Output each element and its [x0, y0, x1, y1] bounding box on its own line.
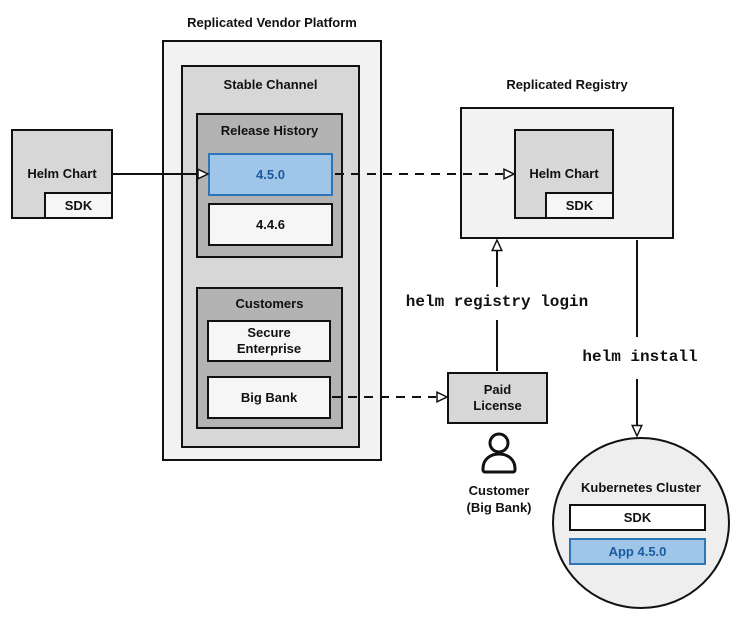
arrowhead-up-icon — [491, 238, 503, 252]
registry-title: Replicated Registry — [506, 77, 628, 92]
paid-license-box: Paid License — [447, 372, 548, 424]
release-history-title: Release History — [220, 123, 319, 138]
customer-secure-enterprise-box: Secure Enterprise — [207, 320, 331, 362]
cluster-sdk-box: SDK — [569, 504, 706, 531]
customer-person-icon — [481, 432, 517, 474]
release-version-450-box: 4.5.0 — [208, 153, 333, 196]
customer-big-bank-box: Big Bank — [207, 376, 331, 419]
arrowhead-down-icon — [631, 424, 643, 438]
customers-title: Customers — [235, 296, 304, 311]
customer-actor-label: Customer (Big Bank) — [466, 483, 532, 515]
kubernetes-cluster-title: Kubernetes Cluster — [581, 480, 701, 495]
helm-chart-source-sdk-box: SDK — [44, 192, 113, 219]
stable-channel-title: Stable Channel — [223, 77, 318, 92]
registry-sdk-box: SDK — [545, 192, 614, 219]
cluster-app-box: App 4.5.0 — [569, 538, 706, 565]
arrowhead-right-icon — [436, 391, 449, 403]
helm-install-command: helm install — [582, 348, 698, 366]
helm-registry-login-command: helm registry login — [405, 293, 589, 311]
vendor-platform-title: Replicated Vendor Platform — [187, 15, 357, 30]
release-version-446-box: 4.4.6 — [208, 203, 333, 246]
arrow-registry-to-cluster — [631, 240, 643, 438]
